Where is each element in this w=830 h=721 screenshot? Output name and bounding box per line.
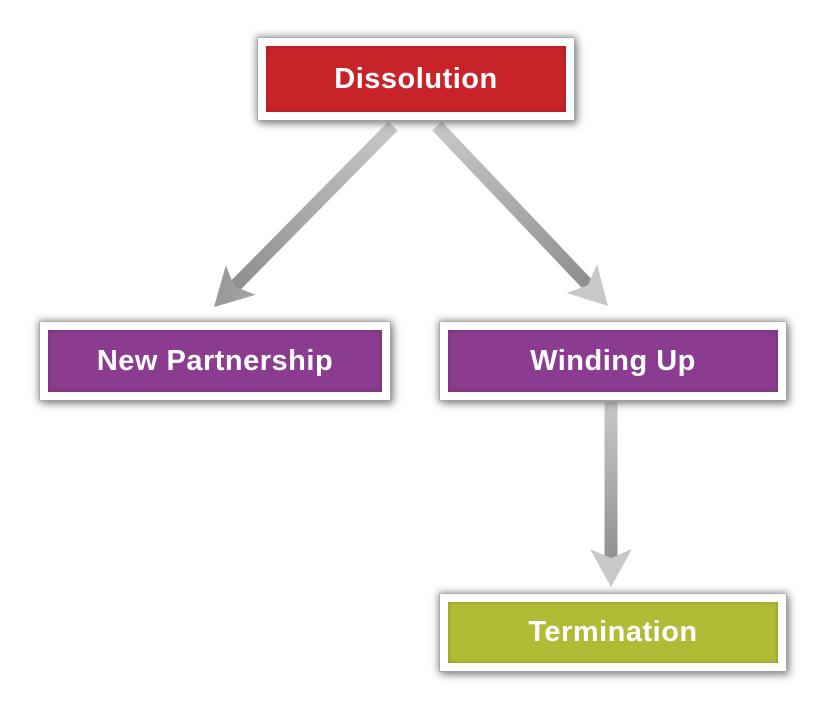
arrow-dissolution-to-winding-up — [432, 121, 608, 306]
arrow-winding-up-to-termination — [590, 402, 632, 587]
node-new-partnership: New Partnership — [40, 322, 390, 400]
node-new-partnership-label: New Partnership — [96, 344, 334, 377]
node-termination: Termination — [440, 594, 786, 671]
arrow-dissolution-to-new-partnership — [214, 121, 398, 307]
node-dissolution-label: Dissolution — [334, 62, 498, 95]
node-winding-up-label: Winding Up — [530, 344, 696, 377]
node-winding-up: Winding Up — [440, 322, 786, 400]
node-dissolution: Dissolution — [258, 38, 574, 120]
node-termination-label: Termination — [528, 616, 698, 648]
